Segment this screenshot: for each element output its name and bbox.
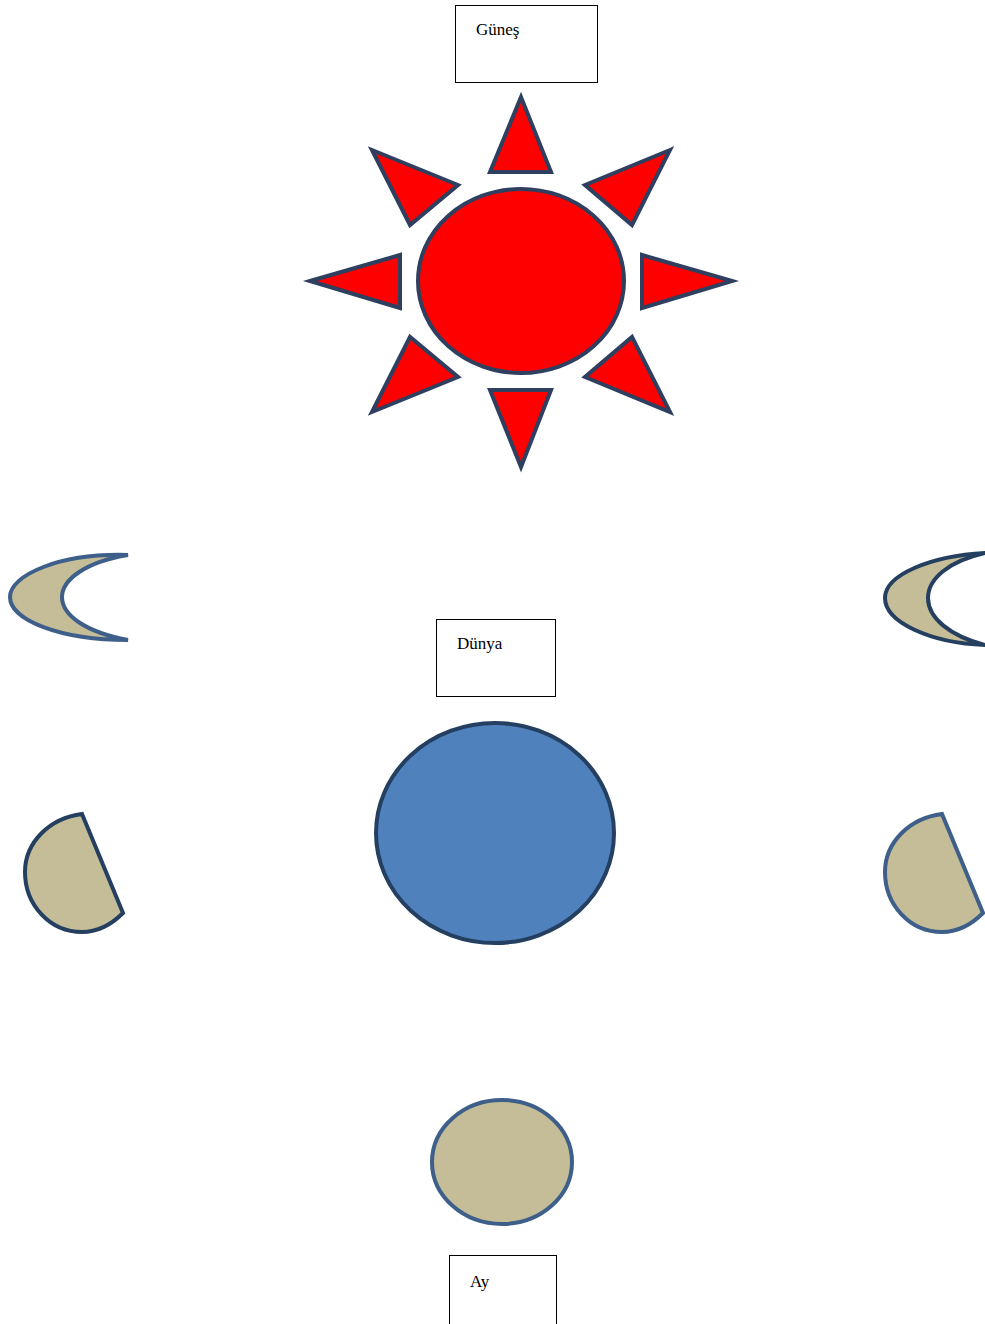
sun-symbol xyxy=(310,97,732,467)
label-box: Güneş xyxy=(455,5,598,83)
label-box: Dünya xyxy=(436,619,556,697)
half-moon-symbol xyxy=(885,814,983,932)
full-moon-symbol xyxy=(432,1100,572,1224)
crescent-moon-symbol xyxy=(10,555,128,640)
earth-symbol xyxy=(376,723,614,943)
crescent-moon-symbol xyxy=(885,553,985,645)
label-box: Ay xyxy=(449,1255,557,1324)
box-label: Dünya xyxy=(457,634,502,654)
box-label: Güneş xyxy=(476,20,519,40)
box-label: Ay xyxy=(470,1272,489,1292)
half-moon-symbol xyxy=(25,814,123,932)
